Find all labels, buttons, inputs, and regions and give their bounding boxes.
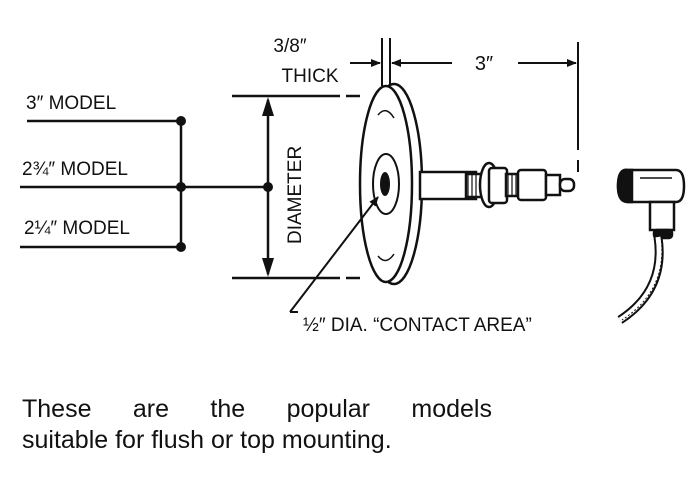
contact-area-label: ½″ DIA. “CONTACT AREA”: [303, 315, 532, 336]
caption-line-2: suitable for flush or top mounting.: [22, 426, 392, 454]
model-label-2-3-4in: 2¾″ MODEL: [22, 159, 128, 180]
thickness-word-label: THICK: [282, 66, 339, 87]
caption: These are the popular models suitable fo…: [22, 394, 492, 456]
junction-dot: [176, 242, 186, 252]
model-label-2-1-4in: 2¼″ MODEL: [24, 218, 130, 239]
thickness-value-label: 3/8″: [273, 36, 306, 57]
shaft: [418, 161, 576, 209]
length-label: 3″: [475, 53, 493, 75]
model-label-3in: 3″ MODEL: [26, 93, 116, 114]
contact-area-leader: [289, 196, 379, 313]
caption-line-1: These are the popular models: [22, 395, 492, 423]
diameter-arrow-up: [262, 97, 274, 116]
contact-ring: [372, 153, 400, 215]
thickness-dimension: [350, 38, 452, 86]
model-selector-lines: [20, 119, 268, 249]
diameter-dimension: [232, 94, 360, 280]
diameter-arrow-down: [262, 258, 274, 277]
junction-dot: [176, 116, 186, 126]
connector-plug-icon: [616, 168, 686, 240]
cable: [617, 236, 664, 324]
diameter-label: DIAMETER: [285, 146, 306, 244]
junction-dot: [176, 182, 186, 192]
length-dimension: [518, 42, 579, 172]
contact-disc: [358, 82, 424, 286]
contact-area: [380, 172, 390, 196]
